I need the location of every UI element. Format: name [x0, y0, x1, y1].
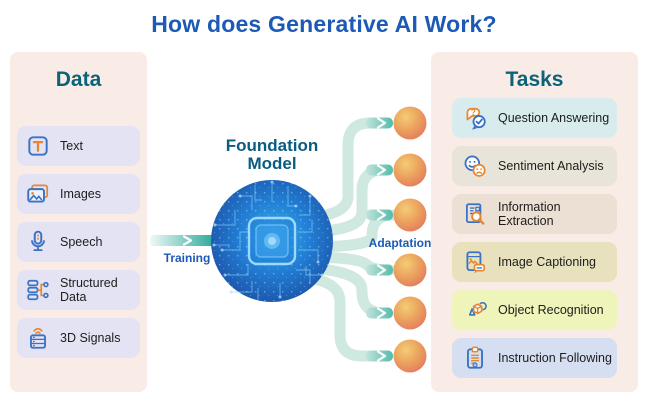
training-arrow — [150, 235, 214, 246]
connector-arrow-stub — [366, 209, 393, 221]
stub-chevrons — [376, 117, 387, 362]
chip-core — [268, 237, 276, 245]
task-card-information-extraction: Information Extraction — [452, 194, 617, 234]
adapter-node — [393, 153, 427, 187]
page-title: How does Generative AI Work? — [151, 11, 497, 37]
foundation-model-circle — [211, 180, 333, 302]
data-item-label: Speech — [60, 234, 103, 249]
data-item-label: 3D Signals — [60, 330, 121, 345]
data-item-label: Images — [60, 186, 101, 201]
data-item-label: Text — [60, 138, 83, 153]
task-card-instruction-following: Instruction Following — [452, 338, 617, 378]
data-item-3d-signals: 3D Signals — [17, 318, 140, 358]
connector-arrow-stub — [366, 117, 393, 129]
instruction-following-icon — [462, 345, 488, 371]
chevron-icon — [376, 117, 387, 129]
task-card-sentiment-analysis: Sentiment Analysis — [452, 146, 617, 186]
adaptation-label: Adaptation — [368, 236, 432, 250]
adapter-node — [393, 106, 427, 140]
task-card-label: Object Recognition — [498, 302, 604, 317]
speech-icon — [25, 229, 51, 255]
task-card-label: Image Captioning — [498, 254, 596, 269]
text-icon — [25, 133, 51, 159]
data-item-text: Text — [17, 126, 140, 166]
images-icon — [25, 181, 51, 207]
question-answering-icon: ? — [462, 105, 488, 131]
data-item-label: Structured Data — [60, 275, 118, 304]
connector-path — [294, 270, 386, 362]
connector-arrow-stub — [366, 164, 393, 176]
task-card-label: Question Answering — [498, 110, 610, 125]
foundation-model-label: Foundation Model — [225, 136, 319, 174]
structured-data-icon — [25, 277, 51, 303]
task-card-question-answering: ? Question Answering — [452, 98, 617, 138]
object-recognition-icon — [462, 297, 488, 323]
data-panel-header: Data — [55, 68, 102, 91]
data-item-images: Images — [17, 174, 140, 214]
connector-arrow-stub — [366, 307, 393, 319]
3d-signals-icon — [25, 325, 51, 351]
svg-text:?: ? — [471, 108, 476, 117]
training-label: Training — [163, 251, 211, 265]
connector-arrow-stub — [366, 350, 393, 362]
adapter-node — [393, 253, 427, 287]
adapter-node — [393, 339, 427, 373]
adapter-nodes — [393, 106, 427, 373]
circuit-dots — [212, 180, 324, 299]
chevron-icon — [376, 350, 387, 362]
task-card-label: Information Extraction — [498, 199, 561, 228]
task-card-label: Instruction Following — [498, 350, 612, 365]
image-captioning-icon — [462, 249, 488, 275]
data-item-structured-data: Structured Data — [17, 270, 140, 310]
task-card-image-captioning: Image Captioning — [452, 242, 617, 282]
chevron-icon — [376, 307, 387, 319]
data-item-speech: Speech — [17, 222, 140, 262]
task-card-object-recognition: Object Recognition — [452, 290, 617, 330]
chevron-icon — [376, 209, 387, 221]
chevron-icon — [376, 164, 387, 176]
chevron-icon — [182, 235, 193, 246]
circuit-traces — [214, 182, 322, 300]
connector-arrow-stub — [366, 264, 393, 276]
information-extraction-icon — [462, 201, 488, 227]
tasks-panel-header: Tasks — [505, 68, 564, 91]
adapter-node — [393, 198, 427, 232]
task-card-label: Sentiment Analysis — [498, 158, 604, 173]
connector-arrow-stubs — [366, 117, 393, 362]
chevron-icon — [376, 264, 387, 276]
sentiment-analysis-icon — [462, 153, 488, 179]
adapter-node — [393, 296, 427, 330]
